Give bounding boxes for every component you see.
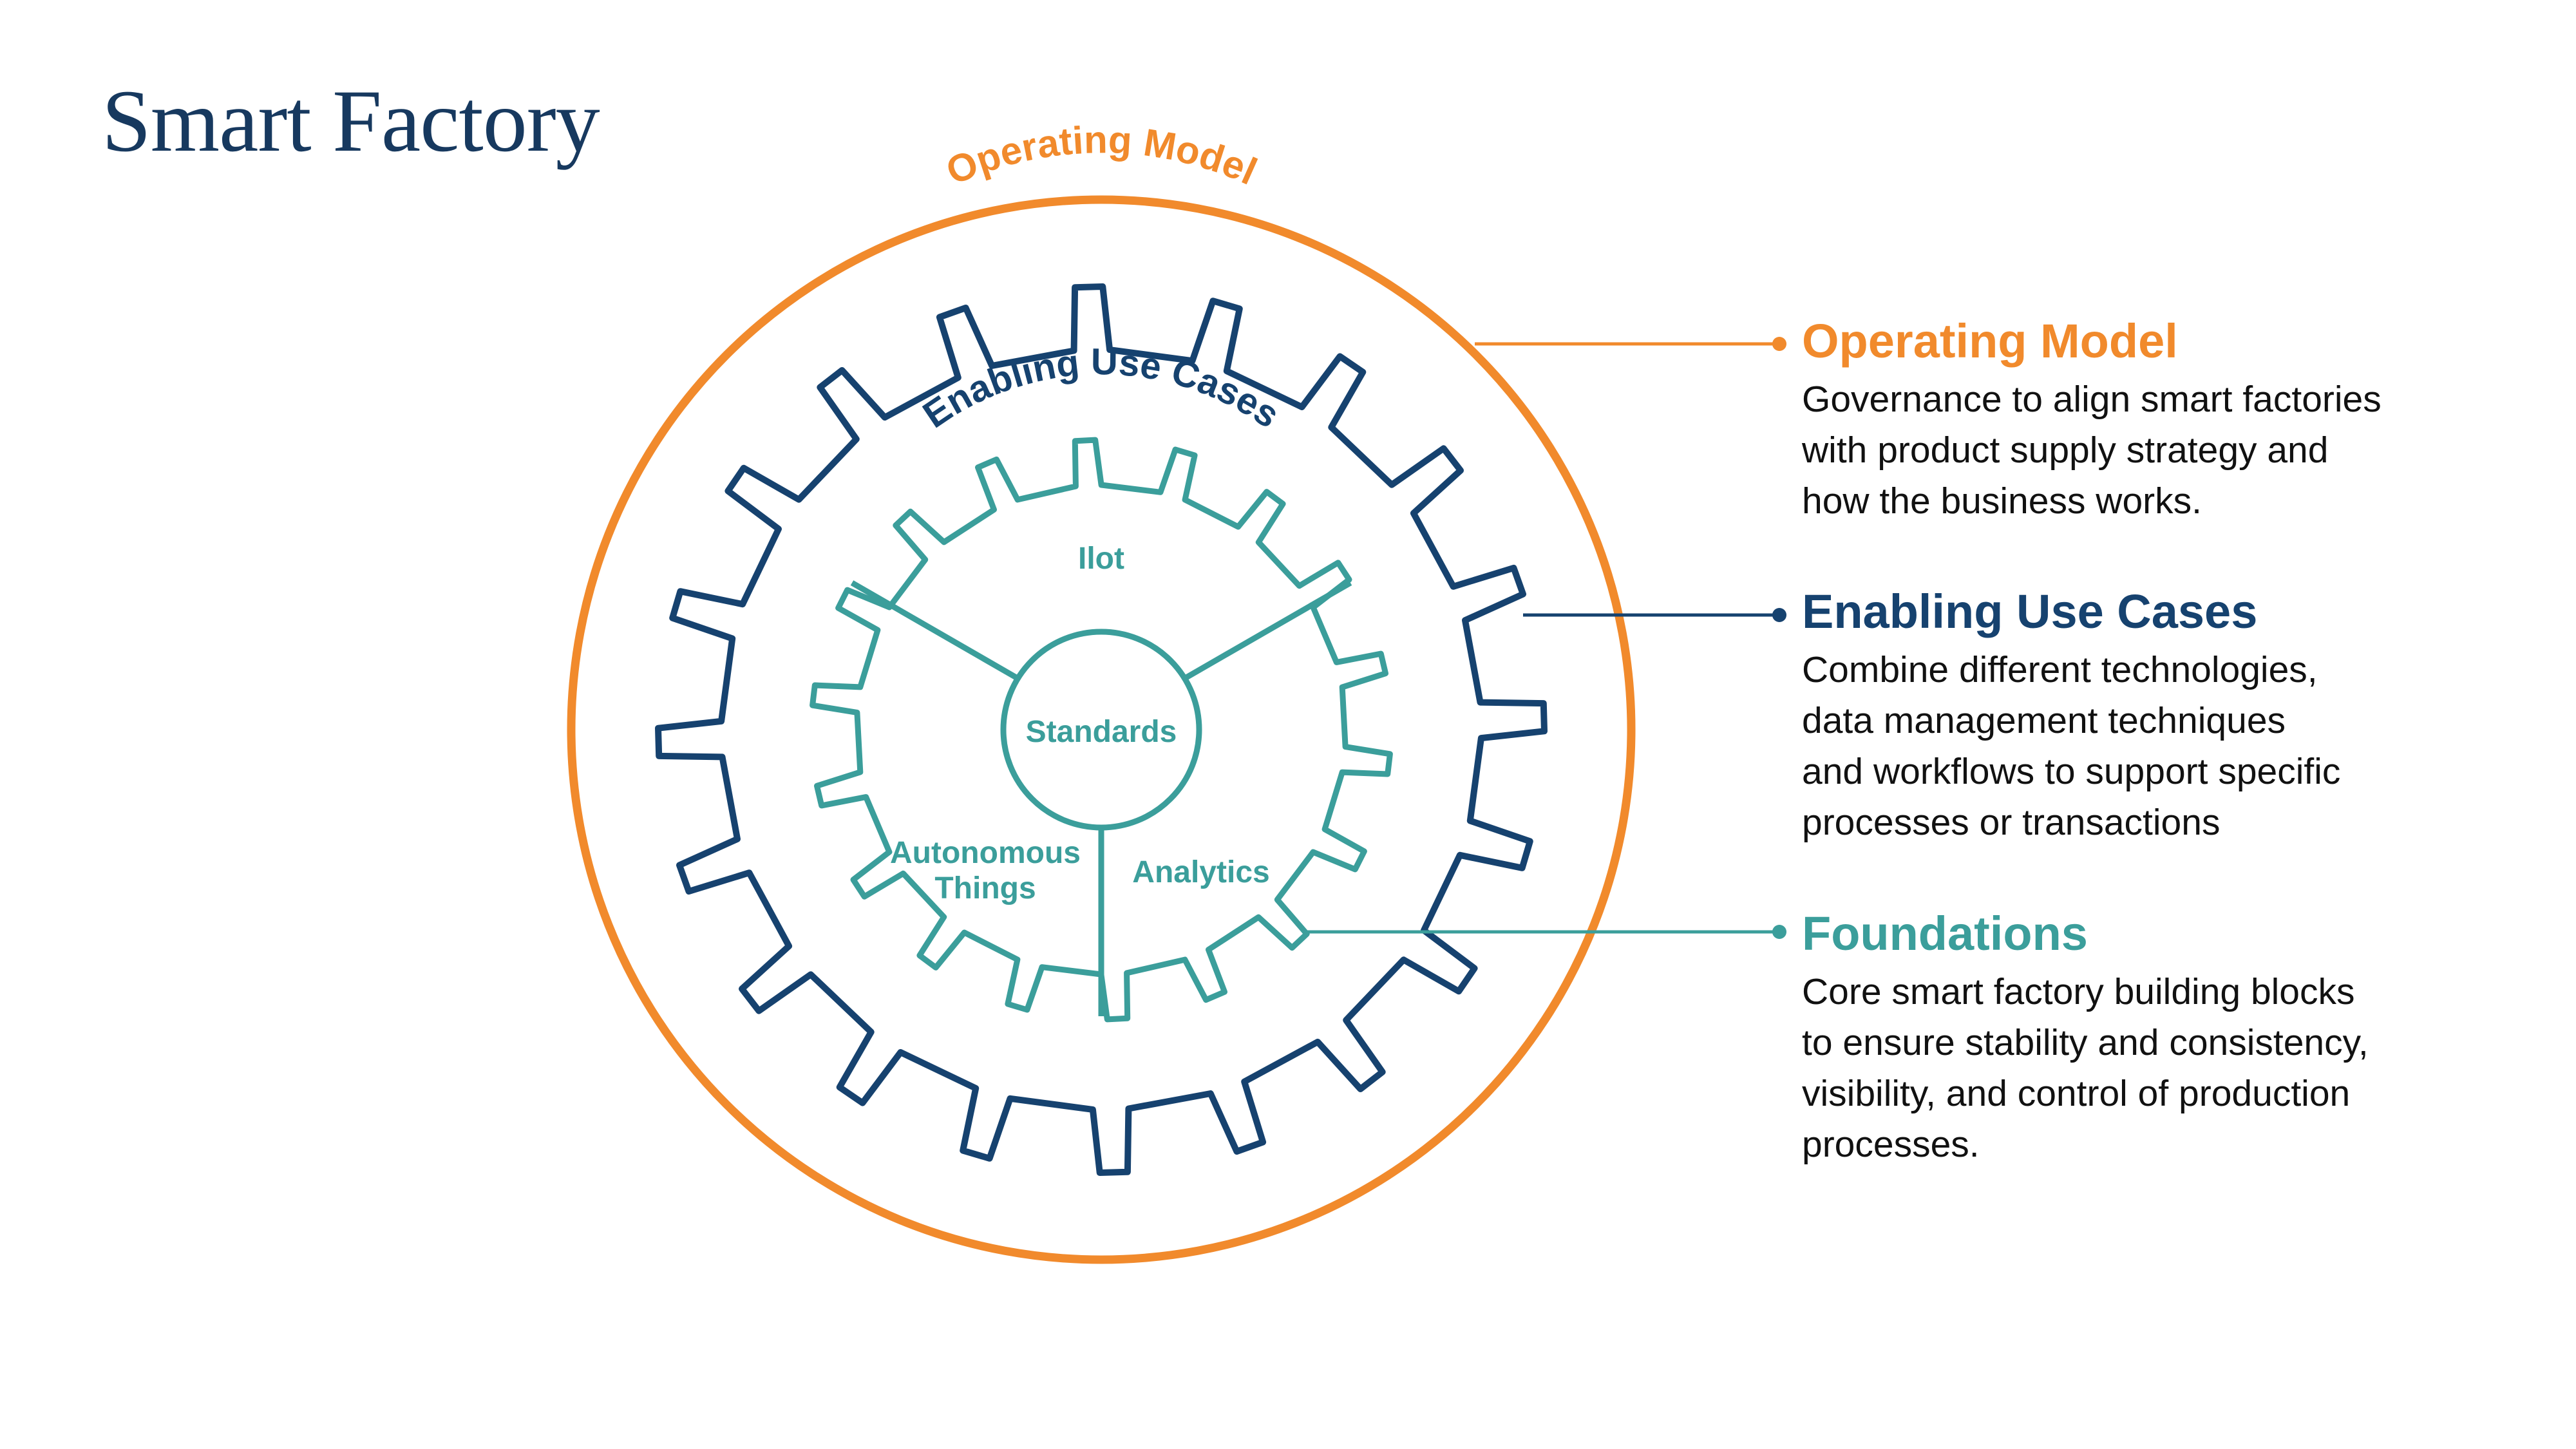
legend-title-operating-model: Operating Model bbox=[1802, 314, 2178, 368]
legend-title-foundations: Foundations bbox=[1802, 907, 2088, 960]
standards-label: Standards bbox=[1026, 715, 1177, 749]
legend-line: with product supply strategy and bbox=[1802, 430, 2329, 471]
legend-line: and workflows to support specific bbox=[1802, 751, 2341, 792]
page-title: Smart Factory bbox=[102, 71, 600, 170]
enabling-use-cases-gear bbox=[655, 283, 1548, 1176]
legend-title-enabling-use-cases: Enabling Use Cases bbox=[1802, 585, 2258, 638]
legend-line: Combine different technologies, bbox=[1802, 649, 2318, 690]
sector-label-ilot: Ilot bbox=[1078, 542, 1124, 576]
spoke-upper-right bbox=[1184, 580, 1352, 680]
legend-line: processes. bbox=[1802, 1124, 1980, 1165]
sector-label-analytics: Analytics bbox=[1132, 855, 1269, 889]
operating-model-ring-label-text: Operating Model bbox=[940, 118, 1264, 193]
legend-body-operating-model: Governance to align smart factories with… bbox=[1802, 374, 2543, 527]
legend-body-foundations: Core smart factory building blocks to en… bbox=[1802, 967, 2543, 1170]
operating-model-ring bbox=[567, 195, 1636, 1264]
leader-dot-foundations bbox=[1772, 925, 1786, 939]
legend-line: Core smart factory building blocks bbox=[1802, 971, 2355, 1012]
legend-line: visibility, and control of production bbox=[1802, 1073, 2351, 1114]
foundations-gear bbox=[810, 437, 1393, 1023]
operating-model-ring-label: Operating Model bbox=[940, 118, 1264, 193]
legend-line: data management techniques bbox=[1802, 700, 2286, 741]
legend-operating-model: Operating Model Governance to align smar… bbox=[1802, 317, 2543, 527]
legend-body-enabling-use-cases: Combine different technologies, data man… bbox=[1802, 645, 2543, 848]
legend-foundations: Foundations Core smart factory building … bbox=[1802, 910, 2543, 1170]
legend-line: Governance to align smart factories bbox=[1802, 379, 2382, 420]
sector-label-autonomous: Autonomous bbox=[890, 836, 1081, 870]
sector-label-things: Things bbox=[934, 871, 1036, 905]
leader-dot-operating-model bbox=[1772, 337, 1786, 351]
leader-dot-enabling-use-cases bbox=[1772, 608, 1786, 622]
standards-hub bbox=[1000, 629, 1202, 831]
legend-line: processes or transactions bbox=[1802, 802, 2221, 843]
legend-line: to ensure stability and consistency, bbox=[1802, 1022, 2369, 1063]
legend-line: how the business works. bbox=[1802, 480, 2202, 522]
spoke-upper-left bbox=[850, 580, 1018, 680]
legend-enabling-use-cases: Enabling Use Cases Combine different tec… bbox=[1802, 588, 2543, 848]
